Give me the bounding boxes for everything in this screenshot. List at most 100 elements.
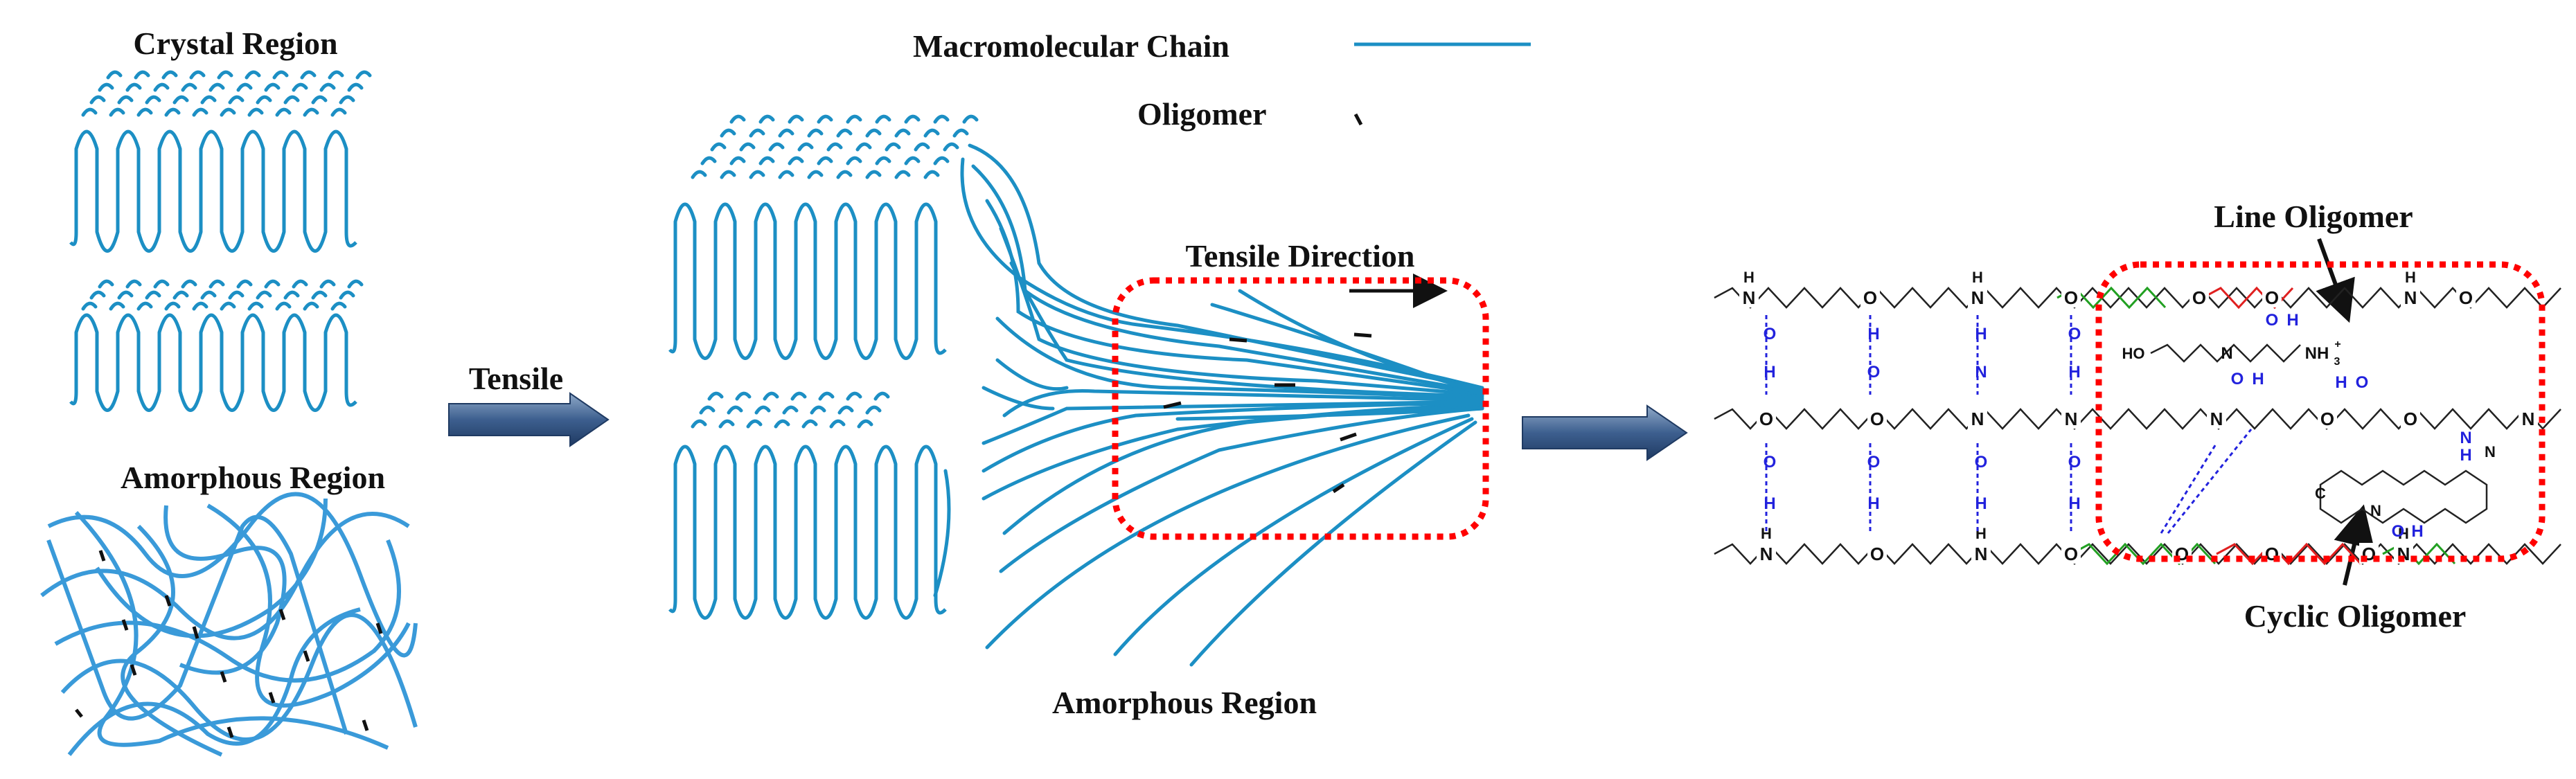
chain-fold-end [136, 301, 153, 311]
cyclic-oligomer-label: Cyclic Oligomer [2244, 598, 2467, 634]
label-backing [1971, 543, 1991, 564]
atom-label: O [2459, 287, 2473, 308]
chain-fold-end [292, 279, 308, 289]
atom-label: O [2356, 373, 2369, 392]
backbone [1714, 543, 2561, 565]
chain-fold-end [758, 156, 775, 165]
drawn-chain [968, 143, 1481, 390]
chain-fold-end [829, 419, 846, 429]
label-backing [1757, 408, 1776, 429]
chain-fold-end [836, 128, 853, 138]
oligomer [1163, 401, 1182, 409]
entangled-chain [40, 512, 410, 641]
chain-fold-end [247, 301, 264, 311]
atom-label: N [2370, 502, 2381, 519]
chain-fold-end [749, 128, 765, 138]
chain-fold-end [228, 290, 245, 300]
folded-chain [69, 129, 357, 253]
chain-fold-end [300, 70, 317, 80]
label-backing [1968, 408, 1987, 429]
atom-label: H [1975, 325, 1987, 343]
chain-fold-end [200, 290, 217, 300]
atom-label: O [1870, 409, 1884, 429]
chain-fold-end [739, 142, 756, 152]
chain-fold-end [303, 301, 319, 311]
atom-label: O [2231, 370, 2244, 388]
atom-label: O [2392, 522, 2405, 541]
drawn-chain [1009, 261, 1484, 398]
entangled-chain [67, 607, 361, 756]
chain-fold-end [319, 279, 336, 289]
oligomer [121, 619, 129, 631]
chain-fold-end [718, 419, 735, 429]
chain-fold-end [894, 128, 911, 138]
chain-fold-end [914, 142, 930, 152]
atom-label: O [1867, 453, 1881, 472]
line-oligomer-label: Line Oligomer [2214, 199, 2413, 234]
label-backing [1860, 287, 1880, 307]
chain-fold-end [923, 170, 940, 179]
chain-fold-end [109, 107, 125, 117]
chain-fold-end [192, 107, 208, 117]
chain-fold-end [109, 301, 125, 311]
label-backing [2189, 287, 2209, 307]
chain-fold-end [245, 70, 261, 80]
chain-fold-end [801, 419, 818, 429]
chain-fold-end [256, 290, 272, 300]
chain-fold-end [136, 107, 153, 117]
drawn-chain [981, 386, 1055, 411]
tensile-direction-label: Tensile Direction [1186, 238, 1415, 274]
chain-fold-end [98, 82, 114, 92]
chain-fold-end [192, 301, 208, 311]
chain-fold-end [778, 170, 794, 179]
chain-fold-end [208, 279, 225, 289]
atom-label: O [2320, 409, 2334, 429]
folded-chain [668, 445, 947, 620]
atom-label: O [2266, 311, 2279, 330]
chain-fold-end [134, 70, 150, 80]
left-panel: Crystal Region Amorphous Region [40, 26, 418, 757]
chain-fold-end [208, 82, 225, 92]
chain-fold-end [189, 70, 206, 80]
chain-fold-end [807, 128, 824, 138]
chain-fold-end [125, 82, 142, 92]
atom-label: H [2068, 363, 2080, 382]
chain-fold-end [790, 391, 807, 401]
atom-label: H [1764, 363, 1775, 382]
folded-chain [668, 202, 947, 360]
oligomer [1332, 483, 1345, 494]
oligomer [220, 671, 227, 683]
transition-arrow [1522, 404, 1688, 461]
atom-label: N [2485, 443, 2496, 460]
chain-fold-end [778, 128, 794, 138]
chain-fold-end [865, 405, 882, 415]
atom-label: N [2065, 409, 2078, 429]
chain-fold-end [700, 156, 717, 165]
drawn-chain [981, 401, 1484, 473]
chain-fold-end [355, 70, 372, 80]
chain-fold-end [727, 405, 743, 415]
atom-label: O [1764, 325, 1777, 343]
drawn-chain [1002, 405, 1484, 535]
chain-fold-end [98, 279, 114, 289]
oligomer [192, 626, 199, 639]
atom-label: C [2315, 485, 2326, 502]
chain-fold-end [818, 391, 835, 401]
chain-fold-end [846, 156, 862, 165]
chain-fold-end [720, 128, 736, 138]
chain-fold-end [330, 107, 347, 117]
atom-label: N [1971, 287, 1984, 308]
drawn-chain [1002, 388, 1484, 418]
chain-fold-end [933, 156, 950, 165]
chain-fold-end [894, 170, 911, 179]
atom-label: N [1975, 363, 1987, 382]
crystal-lamella-bottom [69, 279, 364, 412]
chain-fold-end [846, 114, 862, 124]
label-backing [1867, 543, 1887, 564]
atom-label: O [2265, 287, 2279, 308]
label-backing [2456, 287, 2476, 307]
atom-label: N [2522, 409, 2535, 429]
drawn-fibers [933, 143, 1484, 667]
